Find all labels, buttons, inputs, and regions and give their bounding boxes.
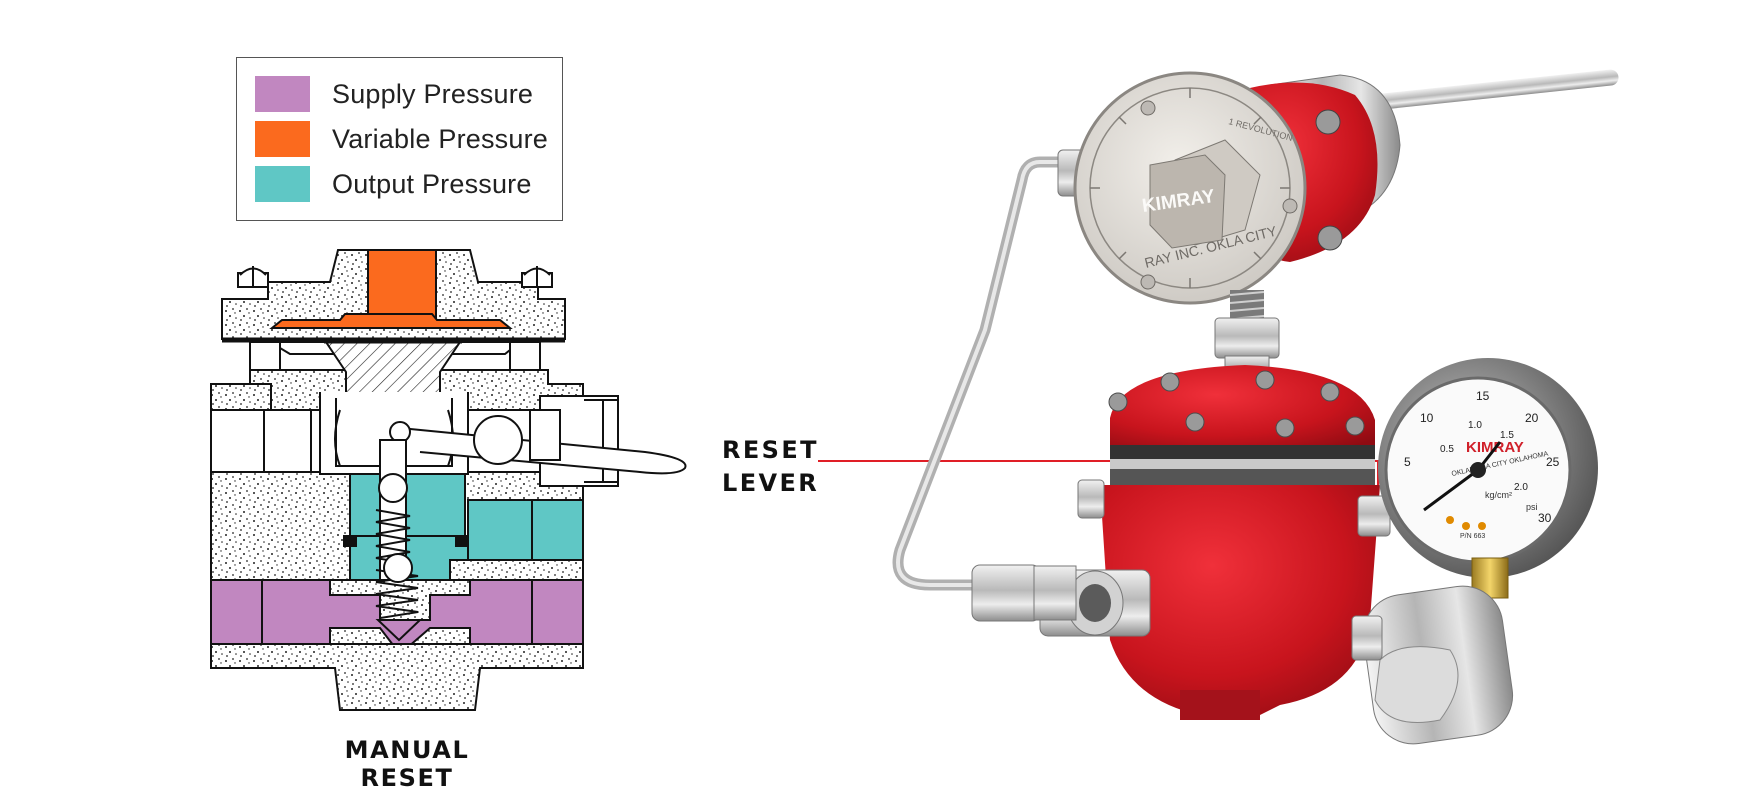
output-swatch	[255, 166, 310, 202]
supply-swatch	[255, 76, 310, 112]
gauge-inner-20: 2.0	[1514, 482, 1528, 493]
bonnet-screw-left	[237, 266, 269, 288]
gauge-needle	[1423, 468, 1479, 512]
gauge-tick-30: 30	[1538, 511, 1552, 525]
gauge-tick-15: 15	[1476, 389, 1490, 403]
gauge-tick-20: 20	[1525, 411, 1539, 425]
reset-lever-line1: RESET	[722, 436, 819, 464]
legend-item-output: Output Pressure	[255, 166, 532, 202]
reset-lever-line2: LEVER	[722, 469, 820, 497]
legend-label: Output Pressure	[332, 168, 532, 199]
cutaway-diagram	[210, 249, 687, 711]
legend-item-supply: Supply Pressure	[255, 76, 533, 112]
adjustment-dial: 1 REVOLUTION RAY INC. OKLA CITY KIMRAY	[1073, 71, 1307, 305]
sensing-rod	[1339, 69, 1619, 114]
diagram-caption: MANUAL RESET	[344, 736, 470, 792]
legend: Supply Pressure Variable Pressure Output…	[236, 57, 563, 221]
legend-label: Supply Pressure	[332, 78, 534, 109]
pilot-tube	[892, 156, 1081, 591]
reset-lever-label: RESET LEVER	[722, 434, 819, 500]
regulator-photo: 1 REVOLUTION RAY INC. OKLA CITY KIMRAY	[892, 69, 1619, 745]
gauge-inner-05: 0.5	[1440, 444, 1454, 455]
gauge-inner-15: 1.5	[1500, 430, 1514, 441]
gauge-pn: P/N 663	[1460, 533, 1485, 540]
gauge-tick-10: 10	[1420, 411, 1434, 425]
variable-swatch	[255, 121, 310, 157]
legend-label: Variable Pressure	[332, 123, 548, 154]
bonnet-screw-right	[521, 266, 553, 288]
gauge-tick-25: 25	[1546, 455, 1560, 469]
gauge-inner-10: 1.0	[1468, 420, 1482, 431]
gauge-psi: psi	[1526, 502, 1538, 512]
pressure-gauge: KIMRAY 15 10 20 5 25 30 0.5 1.0 1.5 2.0 …	[1378, 358, 1598, 578]
gauge-units: kg/cm²	[1485, 490, 1512, 500]
legend-item-variable: Variable Pressure	[255, 121, 548, 157]
gauge-tick-5: 5	[1404, 455, 1411, 469]
